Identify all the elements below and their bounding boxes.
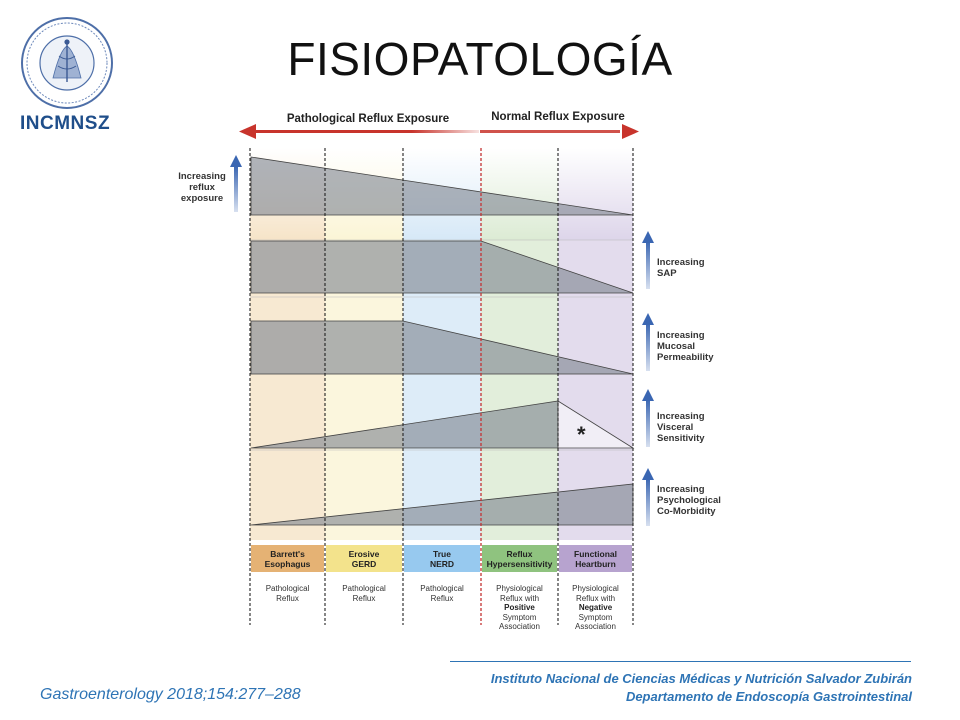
pathological-reflux-arrow bbox=[239, 124, 479, 139]
right-label-psychological-comorbidity: Increasing Psychological Co-Morbidity bbox=[657, 484, 721, 517]
institution-name: Instituto Nacional de Ciencias Médicas y… bbox=[490, 671, 912, 686]
normal-reflux-arrow bbox=[480, 124, 639, 139]
citation: Gastroenterology 2018;154:277–288 bbox=[40, 686, 301, 703]
reflux-exposure-arrow bbox=[230, 155, 242, 212]
asterisk-marker: * bbox=[577, 422, 586, 447]
footer-divider-line bbox=[450, 661, 911, 662]
visceral-sensitivity-arrow bbox=[642, 389, 654, 447]
reflux-exposure-shape bbox=[250, 156, 634, 216]
psychological-comorbidity-arrow bbox=[642, 468, 654, 526]
column-dividers bbox=[249, 148, 634, 625]
mucosal-permeability-arrow bbox=[642, 313, 654, 371]
header-pathological-reflux: Pathological Reflux Exposure bbox=[286, 113, 450, 125]
left-axis-label: Increasing reflux exposure bbox=[178, 171, 226, 204]
logo-text: INCMNSZ bbox=[20, 113, 111, 134]
right-label-sap: Increasing SAP bbox=[657, 257, 705, 279]
department-name: Departamento de Endoscopía Gastrointesti… bbox=[625, 689, 912, 704]
header-normal-reflux: Normal Reflux Exposure bbox=[491, 111, 625, 123]
sap-arrow bbox=[642, 231, 654, 289]
right-label-visceral-sensitivity: Increasing Visceral Sensitivity bbox=[657, 411, 705, 444]
incmnsz-seal-logo bbox=[21, 17, 113, 109]
page-title: FISIOPATOLOGÍA bbox=[287, 33, 673, 85]
right-label-mucosal-permeability: Increasing Mucosal Permeability bbox=[657, 330, 714, 363]
